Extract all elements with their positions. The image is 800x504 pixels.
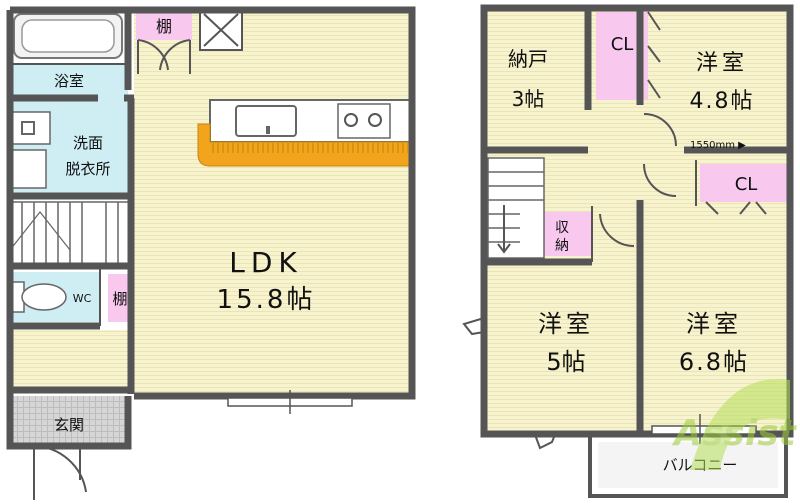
kitchen-counter (197, 99, 411, 167)
bath-label-area (10, 64, 128, 98)
storage-top-label: 棚 (156, 17, 172, 36)
bedroom-5-label: 洋室 (538, 310, 594, 338)
ldk-label: LDK (229, 246, 303, 279)
ldk-floor (134, 10, 412, 396)
bedroom-48-label: 洋室 (696, 51, 748, 76)
bedroom-5-size: 5帖 (546, 348, 585, 376)
first-floor (6, 6, 416, 500)
washing-machine-icon (11, 149, 47, 189)
entrance-door (33, 445, 87, 500)
bedroom-68-label: 洋室 (686, 310, 742, 338)
door-swing-storage (599, 213, 635, 248)
watermark-logo: Assist (671, 379, 798, 470)
entrance-floor (10, 396, 128, 446)
entrance-label: 玄関 (54, 416, 84, 434)
stairs-1f (9, 201, 133, 265)
toilet-icon (21, 283, 67, 311)
nando-size: 3帖 (512, 87, 545, 111)
washroom-label-2: 脱衣所 (65, 160, 110, 178)
dimension-note: 1550mm ▶ (690, 140, 746, 151)
window-bedroom-5 (462, 317, 485, 336)
storage-2f (544, 212, 592, 256)
storage-top (136, 10, 192, 40)
sink-icon (11, 111, 51, 145)
bedroom-48-size: 4.8帖 (690, 89, 755, 114)
washroom-label-1: 洗面 (73, 134, 103, 152)
closet-upper-label: CL (611, 34, 634, 55)
stairs-2f (487, 157, 545, 259)
storage-2f-label-2: 納 (555, 238, 569, 254)
door-swing-storage (137, 39, 169, 74)
door-swing-bedroom-48 (643, 113, 677, 147)
watermark-text: Assist (671, 413, 797, 454)
toilet-label: WC (73, 292, 92, 305)
nando-label: 納戸 (508, 47, 548, 71)
bath-label: 浴室 (54, 72, 84, 90)
bedroom-68-size: 6.8帖 (679, 348, 749, 376)
second-floor (462, 4, 794, 498)
storage-side-label: 棚 (112, 290, 127, 308)
ldk-size: 15.8帖 (217, 285, 316, 315)
hall-floor (10, 330, 128, 388)
kitchen-sink-icon (235, 105, 297, 137)
door-swing-bedroom-68 (643, 163, 677, 197)
closet-mid-label: CL (735, 174, 758, 195)
storage-2f-label-1: 収 (555, 220, 569, 236)
closet-mid (700, 164, 790, 202)
